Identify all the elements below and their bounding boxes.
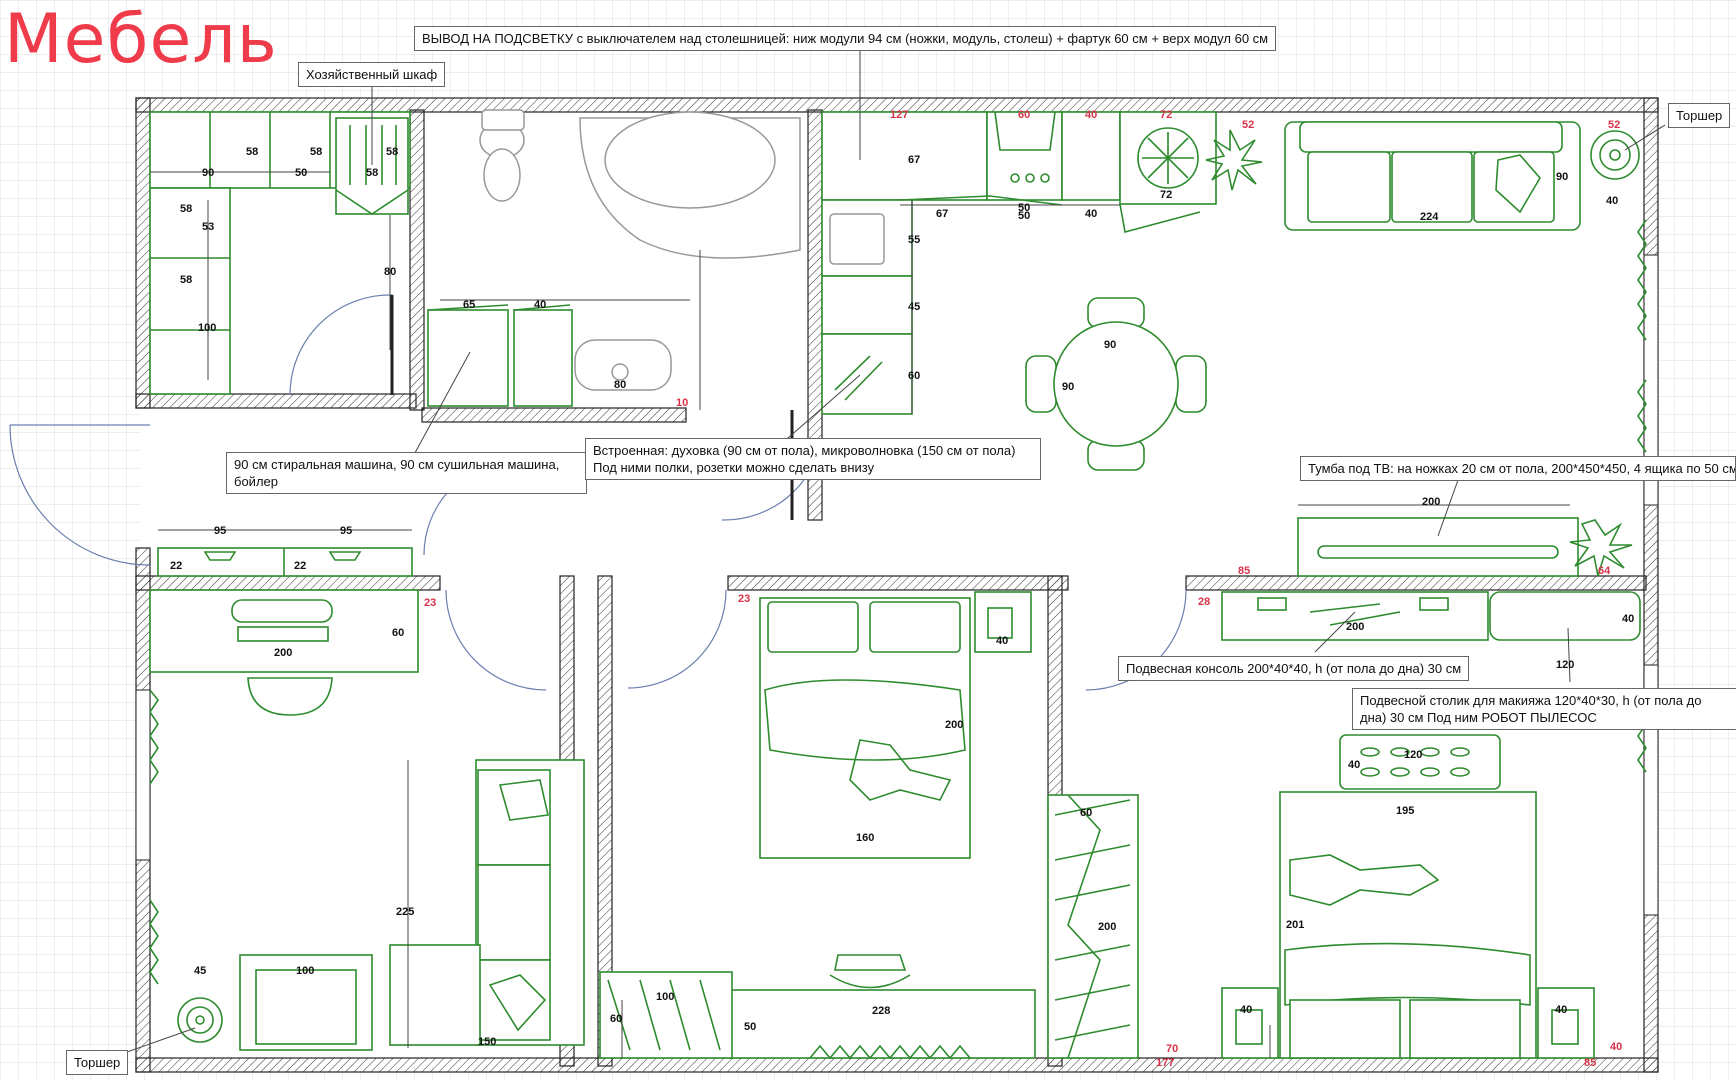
callout-builtin-oven: Встроенная: духовка (90 см от пола), мик… <box>585 438 1041 480</box>
dim-label: 200 <box>1422 496 1440 508</box>
callout-console: Подвесная консоль 200*40*40, h (от пола … <box>1118 656 1470 681</box>
dim-label: 50 <box>295 167 307 179</box>
dim-label: 23 <box>424 597 436 609</box>
leader-lines <box>109 48 1666 1059</box>
bedroom-2-furniture <box>1047 219 1647 1059</box>
dim-label: 95 <box>340 525 352 537</box>
dim-label: 67 <box>908 154 920 166</box>
dim-label: 72 <box>1160 189 1172 201</box>
bedroom-1-furniture <box>599 591 1036 1060</box>
dim-label: 195 <box>1396 805 1414 817</box>
dim-label: 60 <box>908 370 920 382</box>
dim-label: 64 <box>1598 565 1611 577</box>
dim-label: 22 <box>170 560 182 572</box>
dim-label: 58 <box>246 146 258 158</box>
dimension-labels: 58 58 58 58 90 50 58 53 58 100 80 65 40 … <box>170 109 1634 1069</box>
dim-label: 28 <box>1198 596 1210 608</box>
dim-label: 50 <box>1018 210 1030 222</box>
dim-label: 58 <box>180 274 192 286</box>
dim-label: 40 <box>1240 1004 1252 1016</box>
dim-label: 127 <box>890 109 908 121</box>
dim-label: 58 <box>180 203 192 215</box>
dim-label: 22 <box>294 560 306 572</box>
dim-label: 52 <box>1608 119 1620 131</box>
dim-label: 85 <box>1584 1057 1596 1069</box>
dining-table <box>1025 297 1207 471</box>
dim-label: 200 <box>945 719 963 731</box>
living-sofa <box>1284 121 1640 231</box>
dim-label: 55 <box>908 234 920 246</box>
dim-label: 200 <box>1098 921 1116 933</box>
dim-label: 50 <box>744 1021 756 1033</box>
dim-label: 23 <box>738 593 750 605</box>
dim-label: 58 <box>366 167 378 179</box>
dim-label: 53 <box>202 221 214 233</box>
dim-label: 40 <box>1555 1004 1567 1016</box>
dim-label: 150 <box>478 1036 496 1048</box>
dim-label: 67 <box>936 208 948 220</box>
dim-label: 40 <box>996 635 1008 647</box>
hall-bench <box>157 529 413 577</box>
dim-label: 224 <box>1420 211 1439 223</box>
utility-closet <box>149 111 411 395</box>
dim-label: 225 <box>396 906 414 918</box>
dim-label: 177 <box>1156 1057 1174 1069</box>
dim-label: 201 <box>1286 919 1304 931</box>
dim-label: 200 <box>274 647 292 659</box>
dim-label: 160 <box>856 832 874 844</box>
door-arcs <box>9 294 1187 691</box>
dim-label: 90 <box>1062 381 1074 393</box>
dim-label: 60 <box>610 1013 622 1025</box>
living-room-furniture <box>149 589 585 1051</box>
dim-label: 65 <box>463 299 475 311</box>
dim-label: 200 <box>1346 621 1364 633</box>
dim-label: 40 <box>1085 208 1097 220</box>
callout-lighting: ВЫВОД НА ПОДСВЕТКУ с выключателем над ст… <box>414 26 1277 51</box>
dim-label: 40 <box>1610 1041 1622 1053</box>
dim-label: 58 <box>386 146 398 158</box>
callout-floor-lamp-top: Торшер <box>1668 103 1731 128</box>
dim-label: 52 <box>1242 119 1254 131</box>
callout-tv-stand: Тумба под ТВ: на ножках 20 см от пола, 2… <box>1300 456 1736 481</box>
callout-floor-lamp-bottom: Торшер <box>66 1050 129 1075</box>
dim-label: 80 <box>384 266 396 278</box>
callout-makeup-table: Подвесной столик для макияжа 120*40*30, … <box>1352 688 1736 730</box>
dim-label: 70 <box>1166 1043 1178 1055</box>
dim-label: 40 <box>1606 195 1618 207</box>
page-title: Мебель <box>4 0 278 79</box>
dim-label: 40 <box>1085 109 1097 121</box>
dim-label: 100 <box>296 965 314 977</box>
dim-label: 10 <box>676 397 688 409</box>
dim-label: 60 <box>392 627 404 639</box>
dim-label: 85 <box>1238 565 1250 577</box>
dim-label: 95 <box>214 525 226 537</box>
dim-label: 90 <box>1556 171 1568 183</box>
dim-label: 60 <box>1018 109 1030 121</box>
dim-label: 50 <box>1018 202 1030 214</box>
dim-label: 100 <box>656 991 674 1003</box>
dim-label: 120 <box>1556 659 1574 671</box>
dim-label: 90 <box>1104 339 1116 351</box>
callout-appliances: 90 см стиральная машина, 90 см сушильная… <box>226 452 587 494</box>
dim-label: 45 <box>194 965 206 977</box>
dim-label: 80 <box>614 379 626 391</box>
kitchen <box>821 111 1263 415</box>
dim-label: 40 <box>1348 759 1360 771</box>
dim-label: 120 <box>1404 749 1422 761</box>
dim-label: 58 <box>310 146 322 158</box>
tv-stand <box>1297 504 1633 577</box>
dim-label: 40 <box>534 299 546 311</box>
dim-label: 40 <box>1622 613 1634 625</box>
dim-label: 100 <box>198 322 216 334</box>
dim-label: 60 <box>1080 807 1092 819</box>
dim-label: 90 <box>202 167 214 179</box>
dim-label: 45 <box>908 301 920 313</box>
callout-utility-closet: Хозяйственный шкаф <box>298 62 446 87</box>
dim-label: 228 <box>872 1005 890 1017</box>
dim-label: 72 <box>1160 109 1172 121</box>
bathroom <box>427 109 801 410</box>
